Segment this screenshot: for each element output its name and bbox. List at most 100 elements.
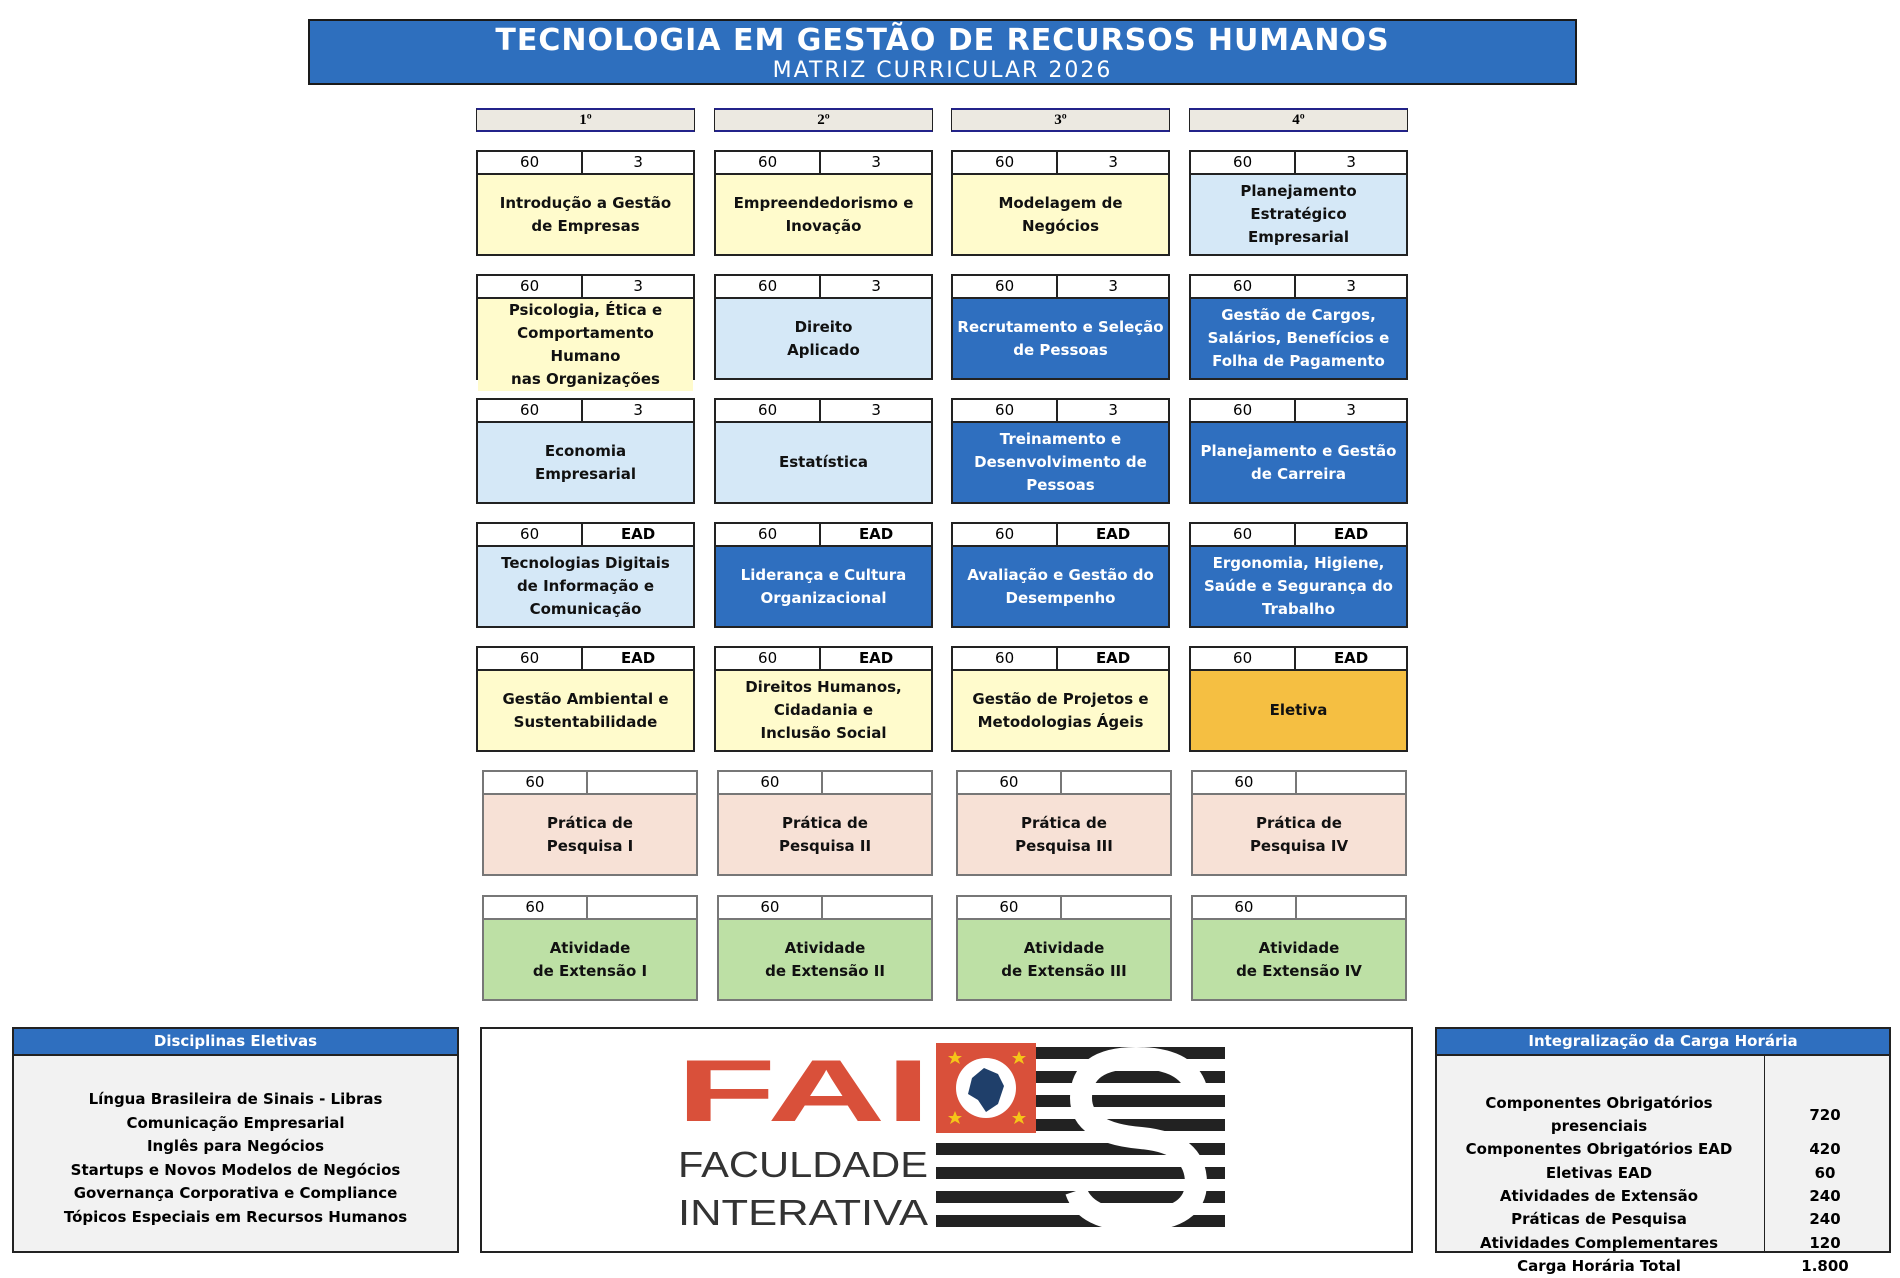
course-hours: 60 [478, 152, 584, 173]
course-title: Prática de Pesquisa II [719, 795, 931, 874]
course-title: Atividade de Extensão IV [1193, 920, 1405, 999]
course-card-header: 60 [958, 772, 1170, 795]
star-icon [1012, 1111, 1026, 1124]
course-hours: 60 [1193, 772, 1297, 793]
course-title: Modelagem de Negócios [953, 175, 1168, 254]
course-card-header: 60 [719, 772, 931, 795]
course-credits: EAD [858, 649, 894, 667]
semester-header-4: 4º [1189, 108, 1408, 132]
course-hours: 60 [478, 276, 584, 297]
course-credits: EAD [1095, 525, 1131, 543]
course-card-header: 60 3 [1191, 276, 1406, 299]
course-title: Psicologia, Ética e Comportamento Humano… [478, 299, 693, 391]
course-title: Recrutamento e Seleção de Pessoas [953, 299, 1168, 378]
workload-label: Carga Horária Total [1517, 1257, 1681, 1276]
course-card-header: 60 [958, 897, 1170, 920]
course-hours: 60 [953, 276, 1059, 297]
course-hours: 60 [716, 276, 822, 297]
course-hours: 60 [716, 152, 822, 173]
course-card-header: 60 [484, 772, 696, 795]
logo-fai-text: FAI [676, 1043, 931, 1140]
course-title: Prática de Pesquisa IV [1193, 795, 1405, 874]
course-hours: 60 [953, 400, 1059, 421]
title-banner: TECNOLOGIA EM GESTÃO DE RECURSOS HUMANOS… [308, 19, 1577, 85]
course-title: Prática de Pesquisa III [958, 795, 1170, 874]
course-title: Planejamento Estratégico Empresarial [1191, 175, 1406, 254]
workload-row: Atividades de Extensão 240 [1437, 1185, 1889, 1208]
course-hours: 60 [1191, 276, 1297, 297]
course-credits: 3 [871, 153, 881, 171]
course-credits: EAD [620, 525, 656, 543]
course-title: Economia Empresarial [478, 423, 693, 502]
semester-header-2: 2º [714, 108, 933, 132]
course-credits [1297, 772, 1405, 793]
workload-label: Atividades de Extensão [1499, 1186, 1699, 1205]
semester-header-3: 3º [951, 108, 1170, 132]
course-title: Ergonomia, Higiene, Saúde e Segurança do… [1191, 547, 1406, 626]
course-hours: 60 [719, 897, 823, 918]
course-hours: 60 [1191, 152, 1297, 173]
course-hours: 60 [958, 897, 1062, 918]
course-title: Introdução a Gestão de Empresas [478, 175, 693, 254]
course-credits: 3 [1346, 277, 1356, 295]
course-hours: 60 [1191, 648, 1297, 669]
course-credits: 3 [871, 401, 881, 419]
course-title: Atividade de Extensão II [719, 920, 931, 999]
workload-value: 240 [1809, 1186, 1841, 1205]
course-title: Direito Aplicado [716, 299, 931, 378]
elective-item: Língua Brasileira de Sinais - Libras [88, 1090, 383, 1108]
course-hours: 60 [478, 648, 584, 669]
column-divider [1764, 1054, 1765, 1251]
workload-value: 60 [1814, 1163, 1836, 1182]
course-credits [1062, 772, 1170, 793]
course-title: Gestão de Projetos e Metodologias Ágeis [953, 671, 1168, 750]
course-card-header: 60 3 [478, 400, 693, 423]
course-hours: 60 [716, 524, 822, 545]
workload-value: 1.800 [1801, 1257, 1849, 1276]
workload-label: Práticas de Pesquisa [1511, 1210, 1687, 1229]
course-credits: 3 [1108, 153, 1118, 171]
course-hours: 60 [478, 400, 584, 421]
workload-label: Atividades Complementares [1479, 1233, 1719, 1252]
course-hours: 60 [1191, 524, 1297, 545]
course-credits: 3 [633, 401, 643, 419]
course-card-header: 60 [1193, 772, 1405, 795]
workload-value: 120 [1809, 1233, 1841, 1252]
logo-panel: FAI FACULDADE INTERATIVA [480, 1027, 1413, 1253]
course-card-header: 60 [484, 897, 696, 920]
course-title: Avaliação e Gestão do Desempenho [953, 547, 1168, 626]
brazil-map-icon [968, 1068, 1004, 1112]
course-hours: 60 [716, 648, 822, 669]
course-title: Atividade de Extensão III [958, 920, 1170, 999]
course-credits [823, 772, 931, 793]
